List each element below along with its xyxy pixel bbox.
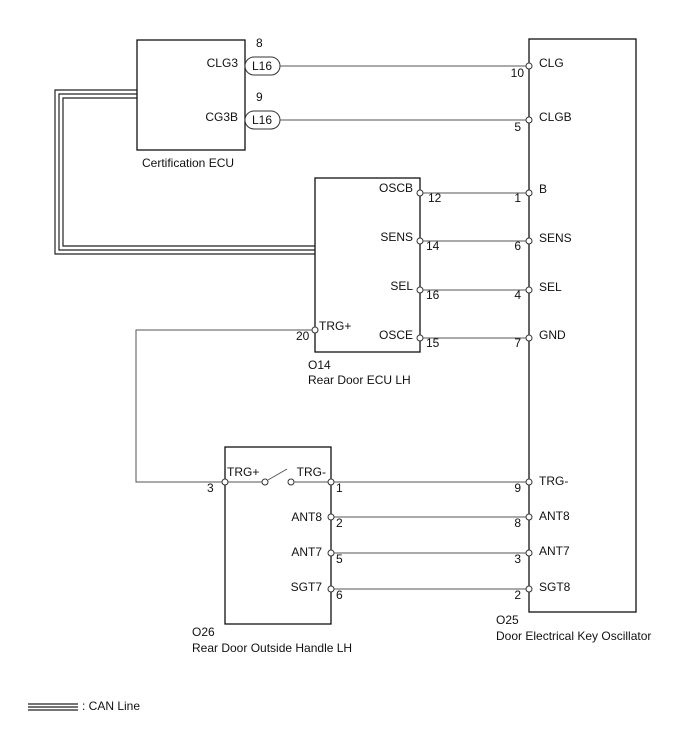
pin-number-5-osc: 5 [514, 120, 521, 134]
pin-number-5-handle: 5 [336, 552, 343, 566]
pin-label-ecu-trg: TRG+ [319, 319, 351, 333]
terminal-points [221, 62, 533, 593]
pin-label-osc-clgb: CLGB [539, 110, 572, 124]
pin-label-osce: OSCE [379, 328, 413, 342]
legend-can-line-symbol [28, 703, 78, 711]
pin-number-8: 8 [256, 36, 263, 50]
pin-number-9: 9 [256, 90, 263, 104]
pin-number-20: 20 [296, 329, 310, 343]
pin-number-3-osc: 3 [514, 552, 521, 566]
can-line-bus [54, 89, 315, 255]
pin-number-15: 15 [426, 336, 440, 350]
pin-number-14: 14 [426, 239, 440, 253]
pin-number-7-osc: 7 [514, 336, 521, 350]
pin-label-handle-sgt7: SGT7 [291, 580, 323, 594]
pin-label-osc-sens: SENS [539, 231, 572, 245]
pin-number-8-osc: 8 [514, 516, 521, 530]
handle-switch [225, 468, 331, 486]
outside-handle-box [224, 446, 332, 625]
certification-ecu-box [136, 39, 246, 151]
pin-label-osc-gnd: GND [539, 328, 566, 342]
pin-label-osc-ant8: ANT8 [539, 509, 570, 523]
pin-label-ecu-sens: SENS [380, 230, 413, 244]
pin-number-10-osc: 10 [511, 66, 525, 80]
pin-label-osc-sgt8: SGT8 [539, 580, 571, 594]
pin-label-handle-trg-minus: TRG- [297, 465, 326, 479]
outside-handle-label: Rear Door Outside Handle LH [192, 641, 352, 655]
pin-label-osc-sel: SEL [539, 280, 562, 294]
oscillator-label: Door Electrical Key Oscillator [496, 629, 651, 643]
pin-number-12: 12 [428, 191, 442, 205]
pin-number-6-osc: 6 [514, 239, 521, 253]
pin-label-osc-b: B [539, 182, 547, 196]
pin-label-ecu-sel: SEL [390, 279, 413, 293]
connector-tag-l16-a-label: L16 [252, 59, 272, 73]
pin-number-3-handle: 3 [207, 481, 214, 495]
pin-number-1-osc: 1 [514, 191, 521, 205]
rear-door-ecu-code: O14 [308, 358, 331, 372]
pin-label-osc-trg: TRG- [539, 474, 568, 488]
pin-label-handle-ant7: ANT7 [291, 545, 322, 559]
pin-label-handle-trg-plus: TRG+ [227, 465, 259, 479]
oscillator-box [528, 38, 637, 613]
certification-ecu-label: Certification ECU [142, 156, 234, 170]
connector-tag-l16-b-label: L16 [252, 113, 272, 127]
outside-handle-code: O26 [192, 625, 215, 639]
pin-number-1-handle: 1 [336, 481, 343, 495]
rear-door-ecu-box [314, 177, 421, 353]
pin-number-2-osc: 2 [514, 588, 521, 602]
pin-number-2-handle: 2 [336, 516, 343, 530]
rear-door-ecu-label: Rear Door ECU LH [308, 373, 411, 387]
pin-label-clg3: CLG3 [207, 56, 239, 70]
pin-number-16: 16 [426, 288, 440, 302]
pin-label-oscb: OSCB [379, 181, 413, 195]
pin-label-osc-ant7: ANT7 [539, 544, 570, 558]
legend-can-line-label: : CAN Line [82, 699, 140, 713]
oscillator-code: O25 [496, 613, 519, 627]
pin-number-4-osc: 4 [514, 288, 521, 302]
pin-label-osc-clg: CLG [539, 56, 564, 70]
pin-number-9-osc: 9 [514, 481, 521, 495]
pin-label-cg3b: CG3B [205, 110, 238, 124]
pin-number-6-handle: 6 [336, 588, 343, 602]
wire-trg-plus [135, 329, 315, 483]
pin-label-handle-ant8: ANT8 [291, 510, 322, 524]
